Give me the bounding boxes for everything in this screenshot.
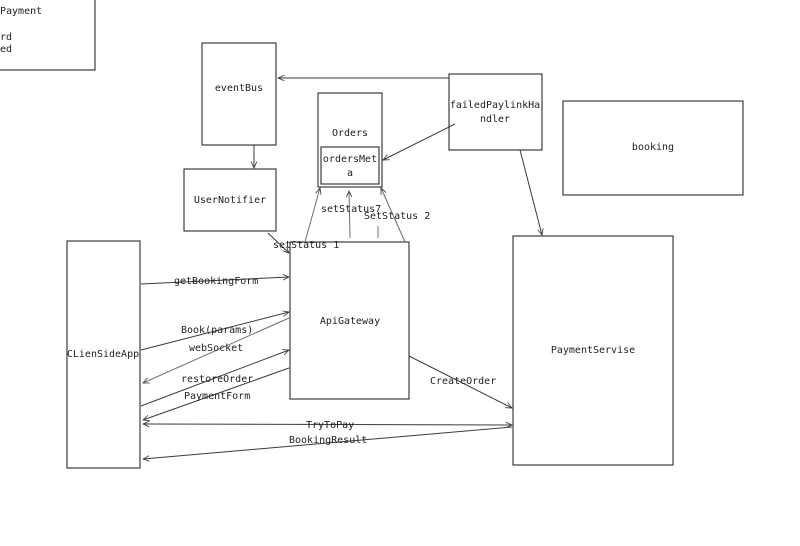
edge-gateway-to-orders-7 xyxy=(349,191,350,239)
failed-paylink-handler-label-2: ndler xyxy=(480,114,510,125)
edge-notifier-to-gateway xyxy=(267,232,289,253)
payment-service-label: PaymentServise xyxy=(551,345,635,356)
label-web-socket: webSocket xyxy=(189,343,243,354)
booking-label: booking xyxy=(632,142,674,153)
client-side-app-label: CLienSideApp xyxy=(67,349,139,360)
label-booking-result: BookingResult xyxy=(289,435,367,446)
user-notifier-node[interactable]: UserNotifier xyxy=(183,168,277,232)
edge-handler-to-orders xyxy=(383,123,456,160)
label-payment-form: PaymentForm xyxy=(184,391,250,402)
label-set-status-7: setStatus7 xyxy=(321,204,381,215)
label-try-to-pay: TryToPay xyxy=(306,420,354,431)
failed-paylink-handler-node[interactable]: failedPaylinkHa ndler xyxy=(448,73,543,151)
edge-book-params xyxy=(140,312,289,351)
event-bus-label: eventBus xyxy=(215,83,263,94)
orders-meta-box[interactable] xyxy=(320,146,380,185)
booking-node[interactable]: booking xyxy=(562,100,744,196)
edge-try-to-pay xyxy=(143,424,512,425)
edge-payment-form xyxy=(143,367,290,420)
legend-line-1: Payment xyxy=(0,6,42,17)
edge-gateway-to-orders-2 xyxy=(380,188,406,243)
label-set-status-1: setStatus 1 xyxy=(273,240,339,251)
legend-line-4: ed xyxy=(0,44,12,55)
api-gateway-label: ApiGateway xyxy=(320,316,380,327)
event-bus-node[interactable]: eventBus xyxy=(201,42,277,146)
legend-line-3: rd xyxy=(0,32,12,43)
orders-node[interactable]: Orders ordersMet a xyxy=(317,92,383,188)
label-create-order: CreateOrder xyxy=(430,376,496,387)
edge-restore-order xyxy=(140,350,289,407)
failed-paylink-handler-label-1: failedPaylinkHa xyxy=(450,100,540,111)
client-side-app-node[interactable]: CLienSideApp xyxy=(66,240,141,469)
label-get-booking-form: getBookingForm xyxy=(174,276,258,287)
api-gateway-node[interactable]: ApiGateway xyxy=(289,241,410,400)
label-restore-order: restoreOrder xyxy=(181,374,253,385)
legend-box: Payment rd ed xyxy=(0,0,96,71)
orders-meta-label-1: ordersMet xyxy=(323,154,377,165)
edge-gateway-to-orders-1 xyxy=(304,188,320,243)
payment-service-node[interactable]: PaymentServise xyxy=(512,235,674,466)
edge-create-order xyxy=(408,355,512,408)
edge-handler-to-payment xyxy=(519,149,542,235)
label-set-status-2: SetStatus 2 xyxy=(364,211,430,222)
orders-meta-label-2: a xyxy=(347,168,353,179)
user-notifier-label: UserNotifier xyxy=(194,195,266,206)
edge-get-booking-form xyxy=(140,277,289,285)
orders-label: Orders xyxy=(332,128,368,139)
edge-booking-result xyxy=(143,426,513,459)
edge-websocket xyxy=(143,317,290,384)
label-book-params: Book(params) xyxy=(181,325,253,336)
